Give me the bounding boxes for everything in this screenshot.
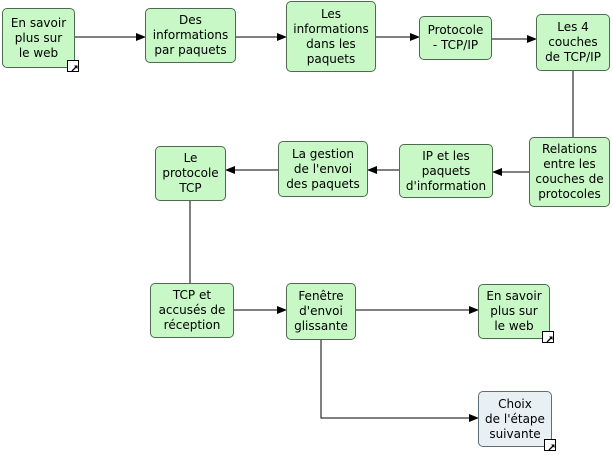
external-link-icon[interactable] <box>67 60 79 72</box>
external-link-icon[interactable] <box>544 439 556 451</box>
external-link-icon[interactable] <box>542 331 554 343</box>
edge-n11-n13 <box>320 340 479 422</box>
topic-node-n4[interactable]: Protocole- TCP/IP <box>419 16 492 60</box>
topic-label: Protocole- TCP/IP <box>427 23 484 52</box>
